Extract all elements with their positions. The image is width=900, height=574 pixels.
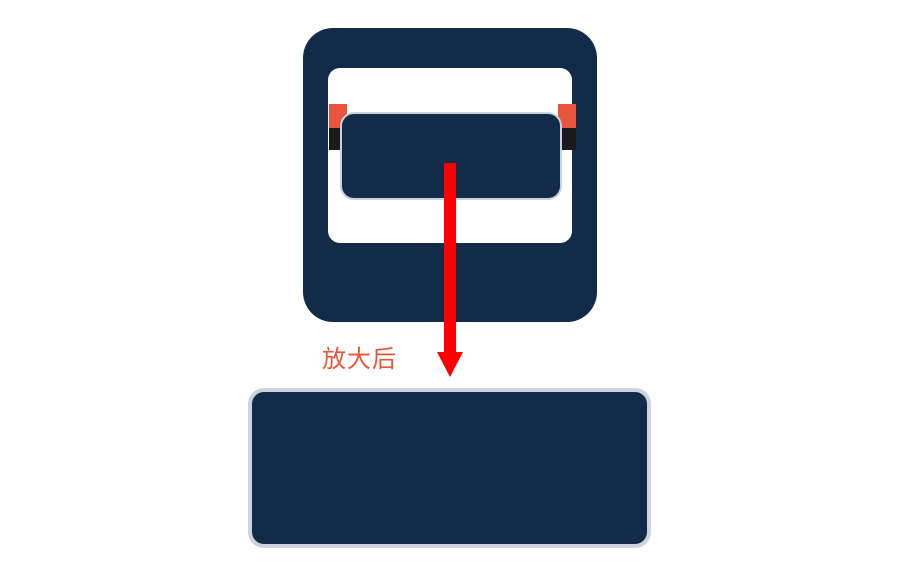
small-bar bbox=[340, 112, 562, 200]
right-red-strip bbox=[558, 104, 576, 128]
enlarged-caption: 放大后 bbox=[322, 345, 397, 373]
arrow-head bbox=[437, 352, 463, 377]
enlarged-bar bbox=[248, 388, 651, 548]
right-black-strip bbox=[558, 128, 576, 150]
